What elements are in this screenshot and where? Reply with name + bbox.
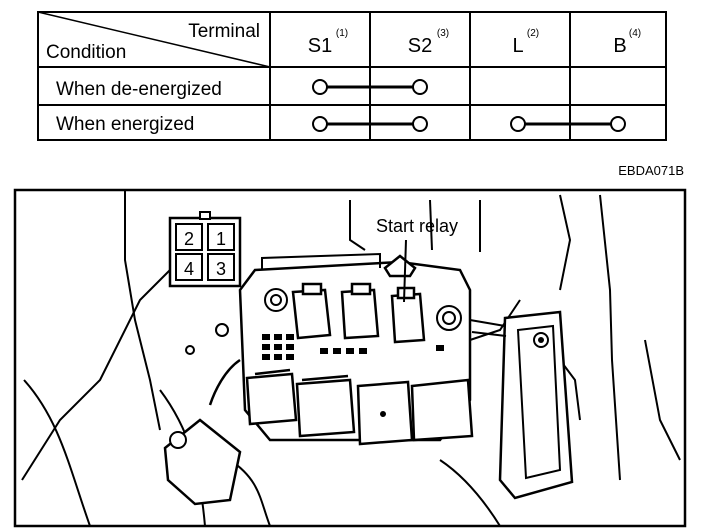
start-relay-callout: Start relay — [376, 216, 458, 303]
column-header-s1: S1 — [308, 35, 332, 57]
top-relays — [291, 254, 426, 344]
terminal-node — [610, 116, 626, 132]
connector-pin — [207, 253, 235, 281]
terminal-node — [312, 116, 328, 132]
connector-pin — [207, 223, 235, 251]
terminal-node — [510, 116, 526, 132]
connector-pin — [175, 253, 203, 281]
column-sup-s1: (1) — [336, 28, 348, 39]
relay-connector-diagram: 2 1 4 3 — [168, 211, 242, 288]
mounting-bolts — [185, 288, 462, 355]
connector-pin — [175, 223, 203, 251]
terminal-node — [412, 79, 428, 95]
column-header-l: L — [512, 35, 523, 57]
pin-label: 4 — [184, 259, 194, 279]
bottom-relays — [245, 368, 474, 446]
terminal-node — [312, 79, 328, 95]
terminal-node — [412, 116, 428, 132]
column-sup-s2: (3) — [437, 28, 449, 39]
column-header-s2: S2 — [408, 35, 432, 57]
column-sup-b: (4) — [629, 28, 641, 39]
row-label-de-energized: When de-energized — [56, 79, 222, 100]
left-connector — [163, 358, 242, 506]
small-fuses — [262, 334, 444, 360]
background-panel-lines — [21, 190, 681, 527]
leader-line — [403, 239, 407, 303]
header-diagonal — [37, 11, 271, 68]
start-relay — [390, 292, 426, 344]
figure-code: EBDA071B — [618, 163, 684, 178]
row-label-energized: When energized — [56, 114, 194, 135]
pin-label: 1 — [216, 229, 226, 249]
column-sup-l: (2) — [527, 28, 539, 39]
table-border — [37, 11, 667, 141]
header-terminal: Terminal — [188, 21, 260, 42]
callout-label: Start relay — [376, 216, 458, 236]
column-header-b: B — [613, 35, 626, 57]
pin-label: 2 — [184, 229, 194, 249]
side-bracket — [469, 310, 574, 500]
header-condition: Condition — [46, 42, 126, 63]
pin-label: 3 — [216, 259, 226, 279]
